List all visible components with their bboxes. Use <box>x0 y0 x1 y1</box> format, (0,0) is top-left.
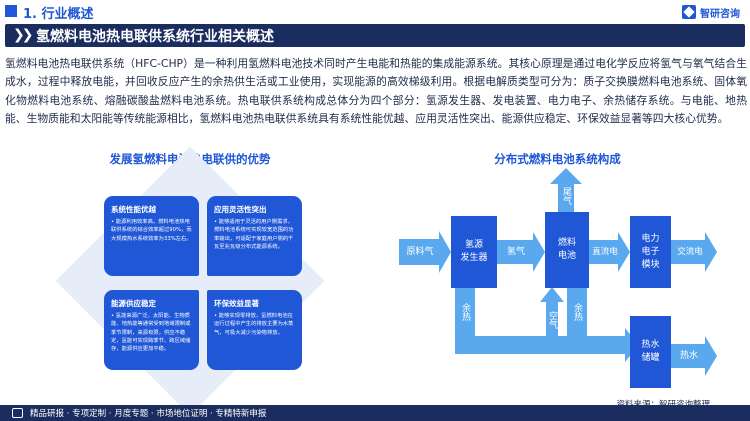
raw-gas-arrow <box>399 231 451 273</box>
diamond-background <box>55 146 325 416</box>
page-title: 氢燃料电池热电联供系统行业相关概述 <box>36 29 274 45</box>
air-label: 空气 <box>547 311 557 329</box>
top-header: 1. 行业概述 智研咨询 <box>0 0 750 24</box>
card-body: • 能够实现零排放，氢燃料电池在运行过程中产生的排放主要为水蒸气，可极大减少污染… <box>214 313 294 336</box>
power-electronics-block: 电力 电子 模块 <box>630 216 671 288</box>
card-body: • 氢能来源广泛，太阳能、生物质能、地热能等通常受到地域限制或季节限制，来源有限… <box>111 313 191 353</box>
card-title: 能源供应稳定 <box>111 299 156 308</box>
card-title: 应用灵活性突出 <box>214 205 267 214</box>
hot-water-tank-block: 热水 储罐 <box>630 316 671 388</box>
double-chevron-icon: ❯❯ <box>13 27 34 43</box>
advantage-card-environment: 环保效益显著 • 能够实现零排放，氢燃料电池在运行过程中产生的排放主要为水蒸气，… <box>207 290 302 370</box>
card-body: • 能源利用效率高，燃料电池热电联供系统的综合效率超过90%，而大规模热水系统效… <box>111 219 192 242</box>
hot-water-arrow <box>671 336 717 376</box>
hot-water-label: 热水 <box>679 351 698 361</box>
footer-text: 精品研报 · 专项定制 · 月度专题 · 市场地位证明 · 专精特新申报 <box>30 409 267 419</box>
document-icon <box>12 408 23 418</box>
hydrogen-label: 氢气 <box>506 247 525 257</box>
section-marker-icon <box>5 5 17 17</box>
ac-label: 交流电 <box>677 247 703 257</box>
title-banner: ❯❯ 氢燃料电池热电联供系统行业相关概述 <box>5 24 745 47</box>
hydrogen-arrow <box>497 232 545 272</box>
advantage-card-performance: 系统性能优越 • 能源利用效率高，燃料电池热电联供系统的综合效率超过90%，而大… <box>104 196 199 276</box>
card-body: • 能够适用于灵活的用户侧需求，燃料电池系统可实现较宽范围的功率输出，可适配于家… <box>214 219 294 250</box>
waste-heat-right-label: 余热 <box>572 303 582 321</box>
flow-diagram: 原料气 氢源 发生器 氢气 燃料 电池 尾气 直流电 电力 电子 模块 交流电 … <box>395 164 750 392</box>
flow-title: 分布式燃料电池系统构成 <box>494 152 621 166</box>
ac-arrow <box>671 232 717 272</box>
waste-heat-left-arrow <box>455 288 639 362</box>
waste-heat-left-label: 余热 <box>460 303 470 321</box>
tail-gas-arrow <box>550 168 582 212</box>
dc-label: 直流电 <box>592 247 618 257</box>
waste-heat-right-arrow <box>567 288 587 354</box>
advantage-card-stability: 能源供应稳定 • 氢能来源广泛，太阳能、生物质能、地热能等通常受到地域限制或季节… <box>104 290 199 370</box>
section-title: 1. 行业概述 <box>23 7 94 22</box>
footer-bar: 精品研报 · 专项定制 · 月度专题 · 市场地位证明 · 专精特新申报 <box>0 405 750 421</box>
hydrogen-generator-block: 氢源 发生器 <box>451 216 497 288</box>
intro-paragraph: 氢燃料电池热电联供系统（HFC-CHP）是一种利用氢燃料电池技术同时产生电能和热… <box>5 57 747 125</box>
dc-arrow <box>589 232 630 272</box>
card-title: 系统性能优越 <box>111 205 156 214</box>
logo-icon <box>682 5 696 19</box>
flow-arrows <box>399 168 717 376</box>
air-arrow <box>540 287 564 342</box>
card-title: 环保效益显著 <box>214 299 259 308</box>
fuel-cell-block: 燃料 电池 <box>545 212 589 288</box>
logo-text: 智研咨询 <box>700 8 740 20</box>
advantages-diagram: 系统性能优越 • 能源利用效率高，燃料电池热电联供系统的综合效率超过90%，而大… <box>55 146 325 416</box>
advantage-card-flexibility: 应用灵活性突出 • 能够适用于灵活的用户侧需求，燃料电池系统可实现较宽范围的功率… <box>207 196 302 276</box>
tail-gas-label: 尾气 <box>561 187 571 205</box>
raw-gas-label: 原料气 <box>406 247 434 257</box>
brand-logo: 智研咨询 <box>682 4 740 20</box>
